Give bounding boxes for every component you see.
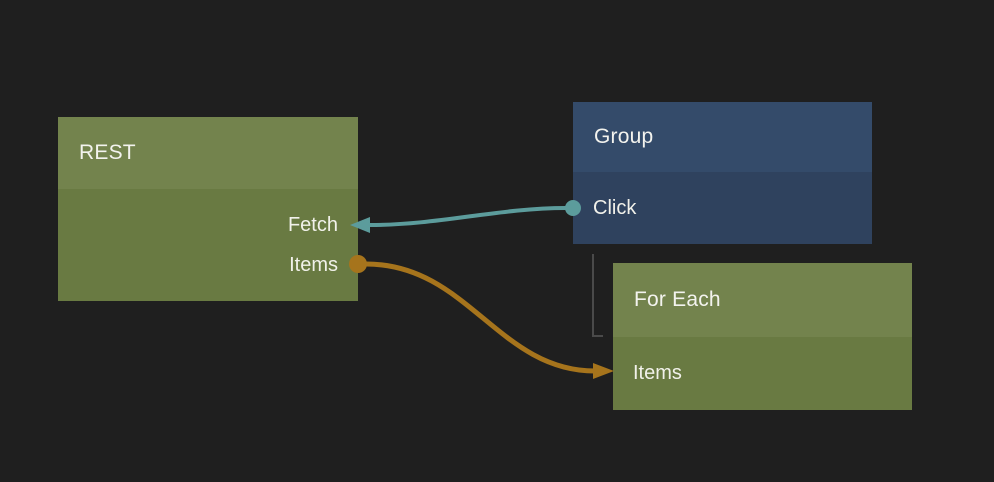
node-for-each-header[interactable]: For Each [613,263,912,337]
group-child-link-line [592,254,603,337]
port-rest-items-label: Items [289,253,338,276]
port-rest-items[interactable]: Items [58,245,358,285]
port-group-click-label: Click [593,196,637,219]
node-for-each[interactable]: For Each Items [613,263,912,410]
node-group-title: Group [594,125,654,148]
connection-click-to-fetch[interactable] [368,206,568,227]
port-rest-fetch-label: Fetch [287,213,338,236]
node-rest-title: REST [79,141,136,164]
node-group-header[interactable]: Group [573,102,872,172]
arrowhead-items-to-items [593,363,614,379]
node-for-each-title: For Each [634,288,721,311]
node-rest-body: Fetch Items [58,189,358,301]
connection-items-to-items[interactable] [363,261,598,374]
node-rest[interactable]: REST Fetch Items [58,117,358,301]
node-group-body: Click [573,172,872,244]
port-group-click[interactable]: Click [573,188,872,228]
port-for-each-items[interactable]: Items [613,353,912,393]
port-for-each-items-label: Items [633,361,682,384]
node-group[interactable]: Group Click [573,102,872,244]
node-for-each-body: Items [613,337,912,410]
port-rest-fetch[interactable]: Fetch [58,205,358,245]
node-rest-header[interactable]: REST [58,117,358,189]
